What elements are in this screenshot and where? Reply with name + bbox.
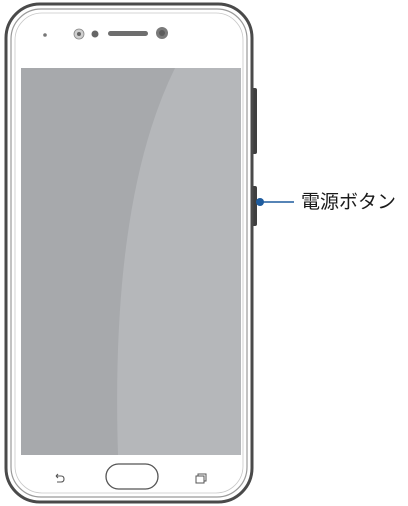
power-button-callout: [256, 198, 294, 206]
front-camera-icon: [73, 28, 85, 40]
power-button-label: 電源ボタン: [301, 191, 397, 213]
proximity-sensor-icon: [43, 33, 47, 37]
secondary-camera-icon: [156, 27, 168, 39]
earpiece-speaker-icon: [108, 31, 148, 36]
back-icon[interactable]: [55, 473, 65, 483]
recent-apps-icon[interactable]: [195, 473, 207, 484]
indicator-dot: [91, 30, 99, 38]
phone-screen: [21, 68, 241, 455]
home-button[interactable]: [105, 463, 159, 490]
